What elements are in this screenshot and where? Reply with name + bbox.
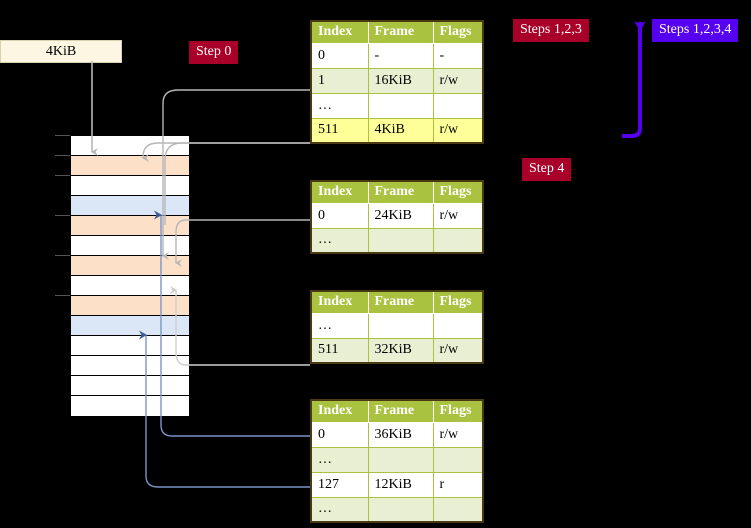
table-row: 0-- — [310, 42, 484, 69]
memory-row — [71, 276, 189, 296]
badge-step-0: Step 0 — [189, 41, 239, 64]
memory-row — [71, 396, 189, 416]
column-header-frame: Frame — [367, 20, 434, 44]
index-cell: … — [310, 446, 369, 473]
frame-cell — [367, 227, 434, 254]
memory-tick — [55, 295, 70, 296]
connector-pd-511 — [170, 286, 310, 366]
flags-cell: r/w — [432, 421, 484, 448]
frame-cell: - — [367, 42, 434, 69]
flags-cell: r — [432, 471, 484, 498]
memory-frame-label-box: 4KiB — [0, 40, 122, 63]
memory-tick — [55, 135, 70, 136]
index-cell: … — [310, 312, 369, 339]
column-header-flags: Flags — [432, 180, 484, 204]
memory-row — [71, 176, 189, 196]
memory-frame-label: 4KiB — [45, 43, 77, 59]
memory-row — [71, 316, 189, 336]
steps-bracket — [622, 21, 646, 138]
table-row: … — [310, 496, 484, 523]
frame-cell: 16KiB — [367, 67, 434, 94]
memory-tick — [55, 175, 70, 176]
memory-row — [71, 236, 189, 256]
index-cell: 0 — [310, 42, 369, 69]
column-header-flags: Flags — [432, 20, 484, 44]
connector-pdp-0 — [175, 219, 310, 267]
flags-cell: r/w — [432, 117, 484, 144]
index-cell: … — [310, 227, 369, 254]
index-cell: 127 — [310, 471, 369, 498]
frame-cell: 36KiB — [367, 421, 434, 448]
index-cell: … — [310, 496, 369, 523]
column-header-index: Index — [310, 20, 369, 44]
memory-tick — [55, 215, 70, 216]
index-cell: 0 — [310, 421, 369, 448]
index-cell: … — [310, 92, 369, 119]
table-row: … — [310, 227, 484, 254]
memory-tick — [55, 155, 70, 156]
index-cell: 511 — [310, 117, 369, 144]
frame-cell — [367, 496, 434, 523]
index-cell: 1 — [310, 67, 369, 94]
flags-cell — [432, 446, 484, 473]
flags-cell: r/w — [432, 67, 484, 94]
column-header-frame: Frame — [367, 180, 434, 204]
flags-cell: - — [432, 42, 484, 69]
column-header-index: Index — [310, 399, 369, 423]
column-header-frame: Frame — [367, 290, 434, 314]
flags-cell: r/w — [432, 202, 484, 229]
badge-steps-1234: Steps 1,2,3,4 — [652, 19, 739, 42]
flags-cell — [432, 92, 484, 119]
bracket-path — [622, 21, 646, 138]
frame-cell — [367, 446, 434, 473]
flags-cell — [432, 227, 484, 254]
memory-row — [71, 376, 189, 396]
memory-tick — [55, 255, 70, 256]
flags-cell — [432, 312, 484, 339]
index-cell: 511 — [310, 337, 369, 364]
column-header-flags: Flags — [432, 290, 484, 314]
column-header-frame: Frame — [367, 399, 434, 423]
table-row: … — [310, 312, 484, 339]
frame-cell — [367, 312, 434, 339]
memory-row — [71, 356, 189, 376]
frame-cell: 4KiB — [367, 117, 434, 144]
memory-row — [71, 136, 189, 156]
memory-row — [71, 196, 189, 216]
frame-cell: 32KiB — [367, 337, 434, 364]
table-row: … — [310, 92, 484, 119]
frame-cell: 12KiB — [367, 471, 434, 498]
index-cell: 0 — [310, 202, 369, 229]
memory-row — [71, 336, 189, 356]
flags-cell — [432, 496, 484, 523]
memory-row — [71, 296, 189, 316]
frame-cell — [367, 92, 434, 119]
frame-cell: 24KiB — [367, 202, 434, 229]
memory-row — [71, 256, 189, 276]
flags-cell: r/w — [432, 337, 484, 364]
column-header-index: Index — [310, 290, 369, 314]
column-header-flags: Flags — [432, 399, 484, 423]
badge-steps-123: Steps 1,2,3 — [513, 19, 589, 42]
table-row: … — [310, 446, 484, 473]
badge-step-4: Step 4 — [522, 158, 572, 181]
physical-memory-column — [70, 135, 190, 416]
memory-row — [71, 216, 189, 236]
memory-row — [71, 156, 189, 176]
column-header-index: Index — [310, 180, 369, 204]
